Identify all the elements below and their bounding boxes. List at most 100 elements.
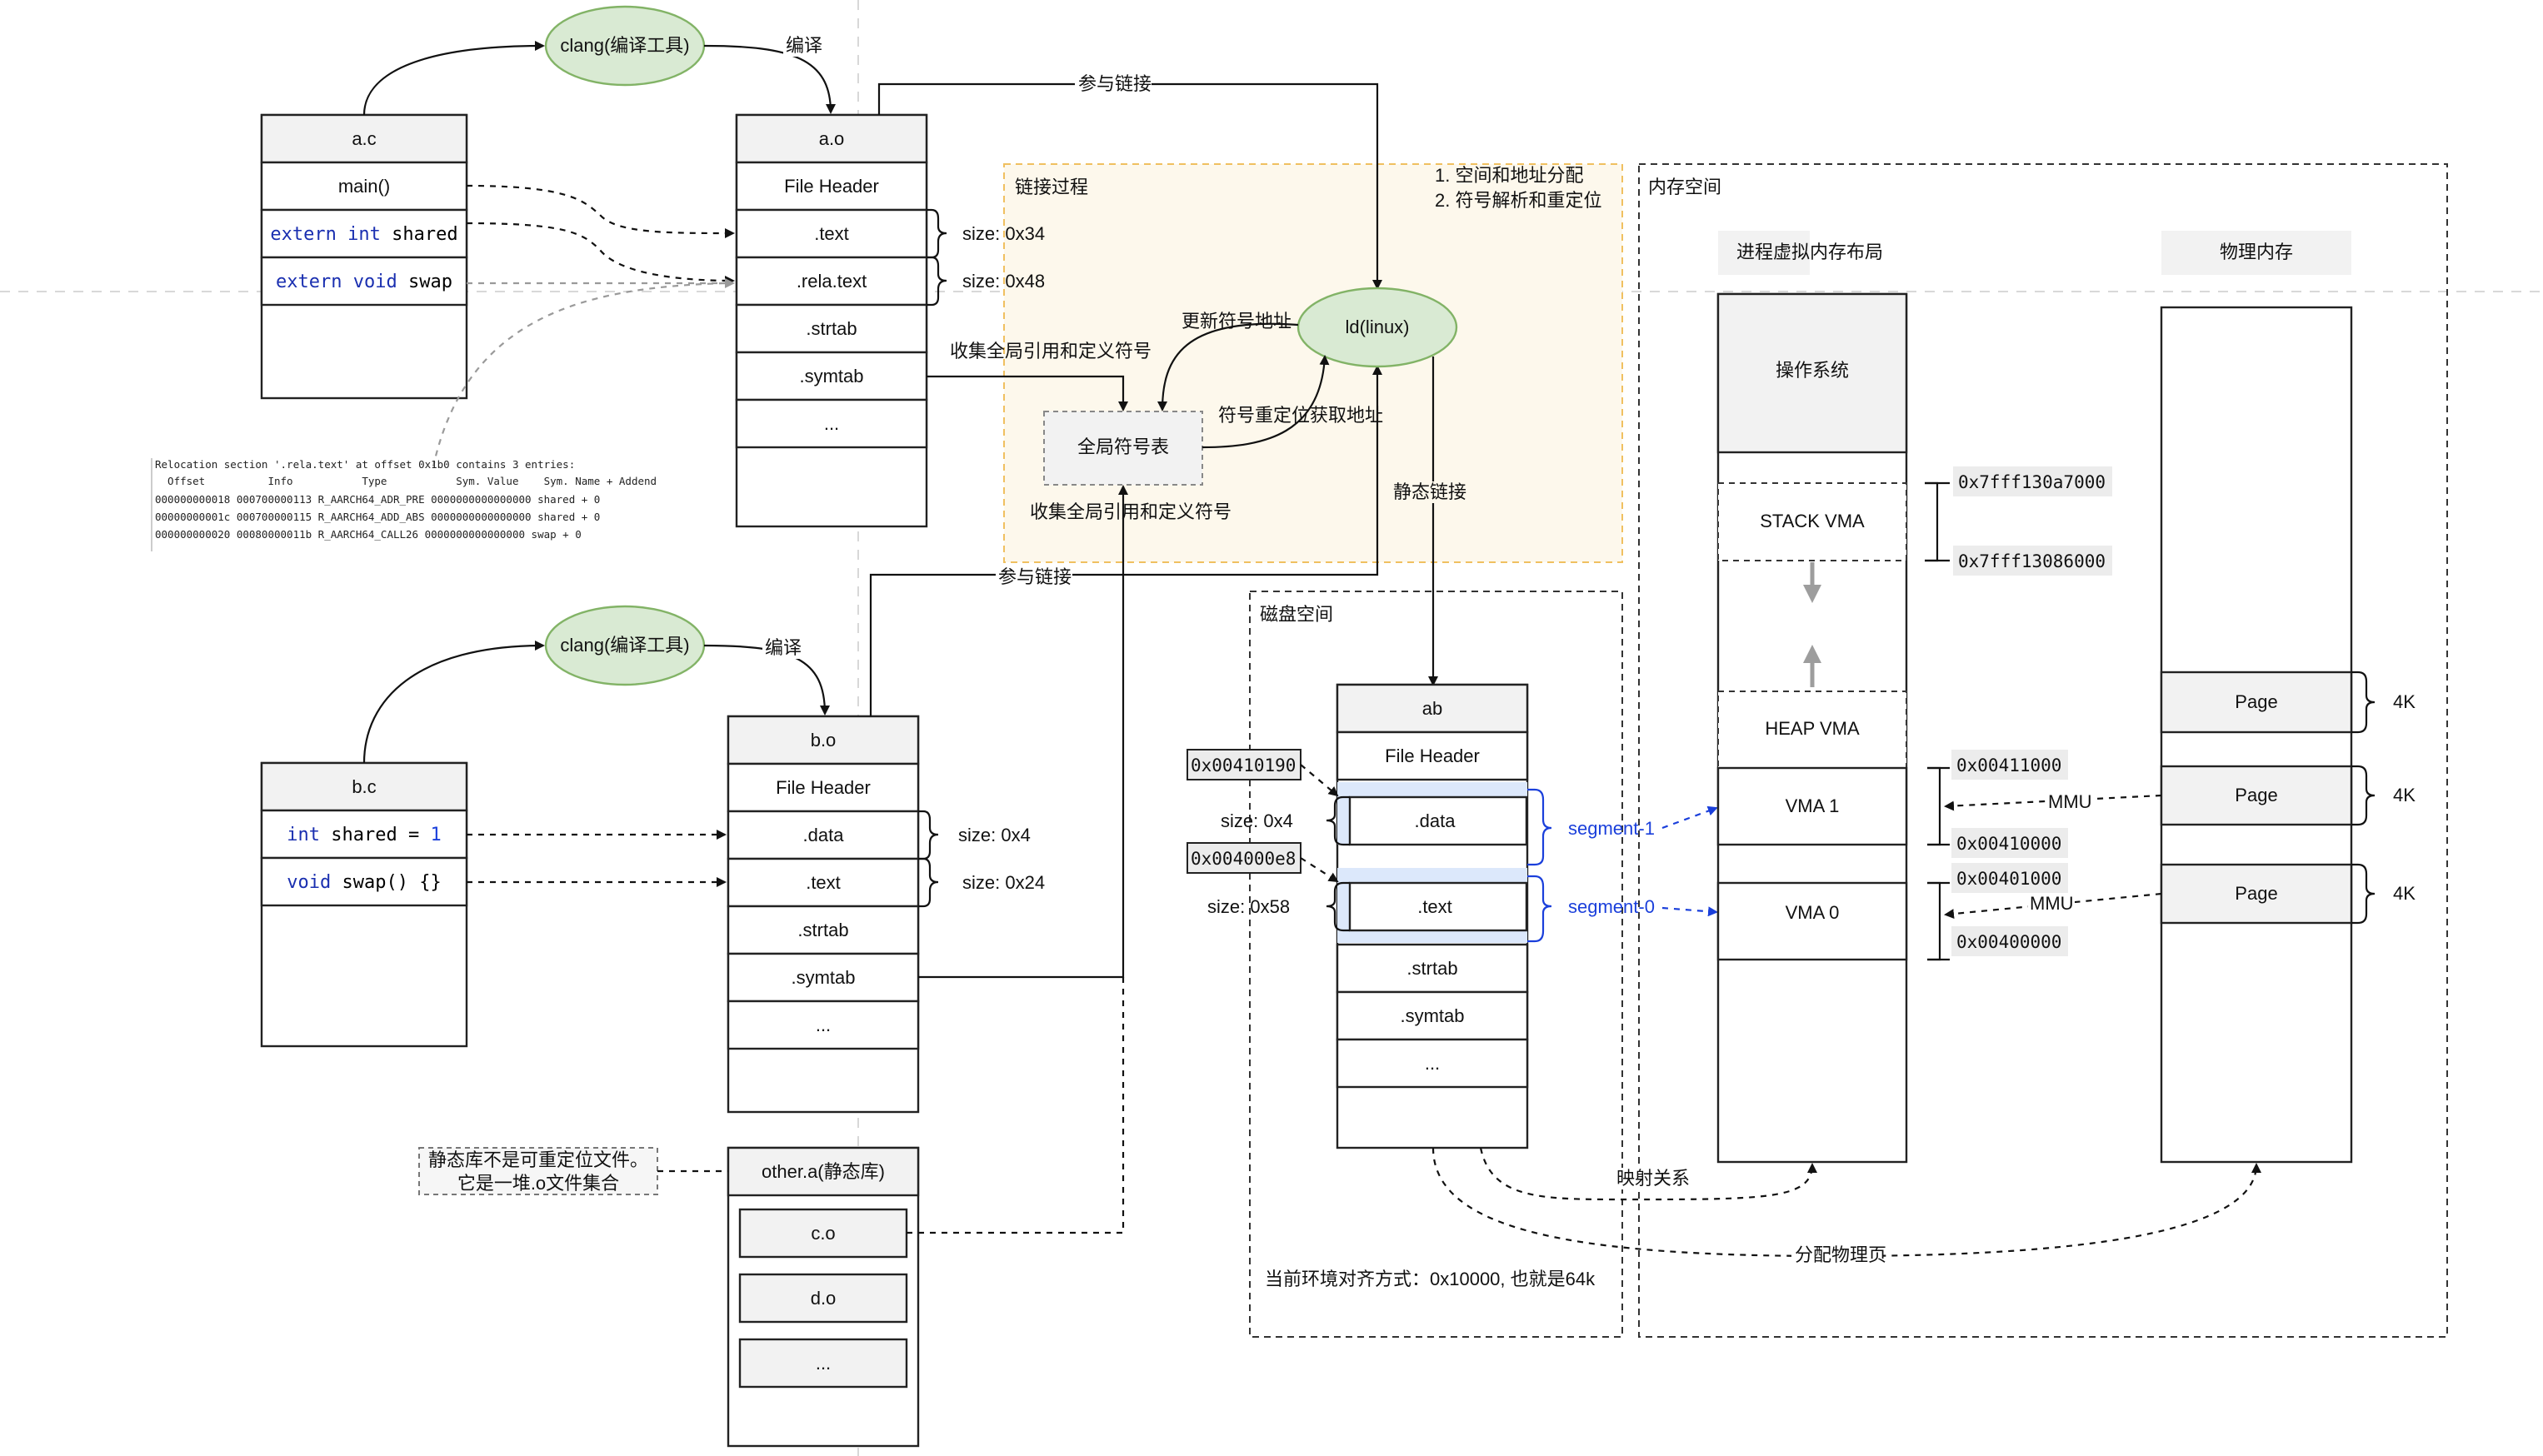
phys-title: 物理内存 [2220, 242, 2293, 262]
virt-os: 操作系统 [1776, 360, 1849, 381]
link-area-title: 链接过程 [1015, 177, 1088, 197]
virt-vma0: VMA 0 [1786, 902, 1840, 923]
a-o-text: .text [814, 223, 849, 244]
participate-label-mid: 参与链接 [998, 566, 1072, 587]
vma1-addr-top: 0x00411000 [1956, 755, 2061, 775]
edge-ao-symtab-collect [927, 375, 1128, 411]
b-o-text-brace [918, 857, 939, 908]
ab-box [1336, 683, 1529, 1149]
link-area [1003, 163, 1623, 563]
memory-frame [1638, 163, 2448, 1338]
ab-data: .data [1415, 810, 1456, 831]
virt-mem-box [1716, 292, 1908, 1164]
ab-data-size: size: 0x4 [1221, 810, 1293, 831]
b-o-title: b.o [811, 730, 837, 750]
a-o-symtab: .symtab [799, 366, 863, 386]
edge-reloc-get-addr [1202, 355, 1330, 449]
edge-mapping [1479, 1147, 1817, 1201]
ab-text-addr: 0x004000e8 [1191, 849, 1296, 869]
page-1: Page [2235, 691, 2277, 712]
page-3-brace [2351, 863, 2376, 925]
link-step-1: 1. 空间和地址分配 [1435, 165, 1583, 186]
a-o-text-size: size: 0x34 [962, 223, 1045, 244]
a-o-file-header: File Header [784, 176, 879, 197]
reloc-row-2: 00000000001c 000700000115 R_AARCH64_ADD_… [155, 511, 600, 523]
vma1-addr-bottom-bg [1951, 828, 2068, 858]
a-c-extern-swap: extern void swap [276, 272, 452, 292]
b-o-box [727, 715, 920, 1114]
b-o-text-size: size: 0x24 [962, 872, 1045, 893]
b-o-file-header: File Header [776, 777, 871, 798]
mapping-label: 映射关系 [1616, 1168, 1690, 1189]
global-symbol-table-label: 全局符号表 [1077, 436, 1169, 457]
a-o-text-brace [927, 208, 947, 259]
reloc-addr-label: 符号重定位获取地址 [1218, 405, 1383, 426]
disk-title: 磁盘空间 [1260, 604, 1333, 625]
ab-text-addr-pointer [1300, 857, 1339, 883]
a-o-strtab: .strtab [806, 318, 857, 339]
reloc-row-1: 000000000018 000700000113 R_AARCH64_ADR_… [155, 493, 600, 506]
linker-ellipse [1296, 287, 1458, 368]
ab-data-addr: 0x00410190 [1191, 755, 1296, 775]
ab-strtab: .strtab [1406, 958, 1457, 979]
mmu-label-2: MMU [2030, 893, 2074, 914]
edge-clang-to-ao [703, 44, 836, 114]
edge-update-symbol-addr [1157, 322, 1299, 411]
a-o-rela-text: .rela.text [797, 271, 867, 292]
a-o-title: a.o [819, 128, 845, 149]
collect-label-a: 收集全局引用和定义符号 [950, 341, 1152, 362]
edge-bc-to-clang [362, 641, 545, 764]
stack-addr-top: 0x7fff130a7000 [1958, 472, 2106, 492]
collect-label-b: 收集全局引用和定义符号 [1030, 501, 1232, 522]
page-1-brace [2351, 671, 2376, 734]
other-a-title: other.a(静态库) [762, 1161, 885, 1182]
segment-0-brace [1527, 875, 1552, 943]
phys-title-bg [2161, 231, 2351, 275]
edge-rela-to-reloc-note [432, 282, 726, 467]
vma1-bracket [1927, 766, 1941, 846]
page-1-size: 4K [2393, 691, 2416, 712]
segment-0-label: segment-0 [1568, 896, 1655, 917]
vma0-bracket [1927, 881, 1941, 961]
b-c-void-swap: void swap() {} [287, 872, 441, 893]
edge-co-collect [907, 977, 1125, 1234]
edge-segment-0-to-vma0 [1661, 906, 1718, 917]
compile-label-b: 编译 [765, 637, 802, 658]
ab-more: ... [1425, 1053, 1440, 1074]
edge-shared-to-rela [466, 222, 735, 286]
static-lib-note-line2: 它是一堆.o文件集合 [457, 1173, 619, 1194]
other-a-d-o: d.o [811, 1288, 837, 1309]
stack-addr-bottom-bg [1953, 546, 2112, 576]
stack-bracket [1925, 481, 1939, 562]
b-o-symtab: .symtab [791, 967, 855, 988]
vma0-addr-bottom-bg [1951, 926, 2068, 956]
a-c-box [260, 113, 468, 400]
reloc-row-3: 000000000020 00080000011b R_AARCH64_CALL… [155, 528, 582, 541]
virt-vma1: VMA 1 [1786, 795, 1840, 816]
page-3-size: 4K [2393, 883, 2416, 904]
a-o-more: ... [824, 413, 839, 434]
b-o-text: .text [806, 872, 841, 893]
b-o-more: ... [816, 1015, 831, 1035]
edge-ac-to-clang [362, 41, 545, 116]
align-note: 当前环境对齐方式：0x10000, 也就是64k [1265, 1269, 1596, 1289]
virt-title-bg [1718, 231, 1810, 275]
update-addr-label: 更新符号地址 [1182, 311, 1291, 332]
phys-mem-box [2160, 306, 2353, 1164]
a-o-rela-size: size: 0x48 [962, 271, 1045, 292]
b-o-data-size: size: 0x4 [958, 825, 1031, 845]
page-2-brace [2351, 765, 2376, 826]
compile-label-a: 编译 [786, 35, 822, 56]
page-2-size: 4K [2393, 785, 2416, 805]
virt-stack: STACK VMA [1760, 511, 1865, 531]
reloc-header: Relocation section '.rela.text' at offse… [155, 458, 575, 471]
a-o-rela-brace [927, 256, 947, 307]
virt-title: 进程虚拟内存布局 [1736, 242, 1883, 262]
ab-text-addr-box [1187, 842, 1301, 874]
other-a-c-o: c.o [811, 1223, 835, 1244]
b-o-strtab: .strtab [797, 920, 848, 940]
vma0-addr-top-bg [1951, 863, 2068, 893]
compiler-a-label: clang(编译工具) [560, 35, 689, 56]
